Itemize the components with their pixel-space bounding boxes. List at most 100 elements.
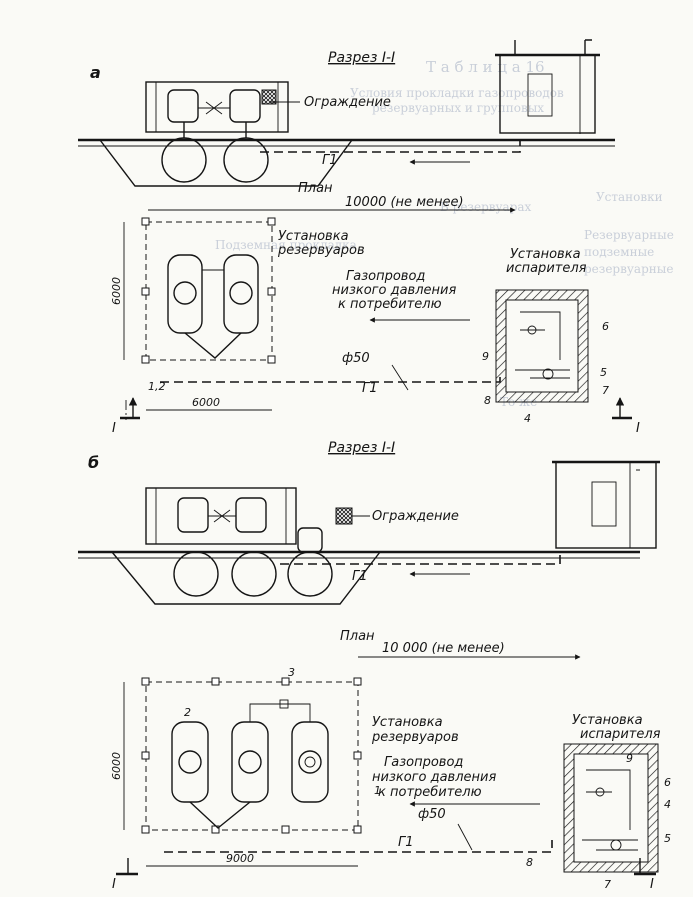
bleed-row-2: подземные (584, 245, 655, 259)
buried-tank-b-2 (231, 551, 277, 597)
tank-install-a-line2: резервуаров (277, 243, 365, 258)
panel-a-section-title: Разрез I-I (328, 50, 395, 66)
evaporator-cabinet (527, 73, 553, 117)
pipe-label-b: Г1 (352, 569, 368, 584)
section-mark-a-left: I (112, 421, 116, 436)
callout-b-9: 9 (626, 752, 633, 765)
gas-line-a-line2: низкого давления (332, 283, 456, 298)
callout-b-7: 7 (604, 878, 611, 891)
callout-a-4: 4 (524, 412, 531, 425)
panel-a: a Разрез I-I (78, 39, 640, 436)
tank-plan-b-1 (171, 721, 209, 803)
callout-a-8: 8 (484, 394, 491, 407)
tank-plan-b-3 (291, 721, 329, 803)
callout-b-8: 8 (526, 856, 533, 869)
tank-connection-b (189, 801, 251, 829)
tank-connection (184, 332, 242, 359)
dim-height-a: 6000 (110, 277, 123, 305)
fence-mesh-icon (261, 89, 277, 105)
tank-head-1 (167, 89, 199, 123)
gas-line-b-line1: Газопровод (384, 755, 463, 770)
bleed-col-1: Установки (596, 190, 663, 204)
pipe-g1-section-b (280, 552, 561, 565)
bleed-cell-1: Подземная прокладка (215, 238, 357, 252)
buried-tank-2 (223, 137, 269, 183)
callout-b-4: 4 (664, 798, 671, 811)
gas-line-a-line1: Газопровод (346, 269, 425, 284)
callout-a-7: 7 (602, 384, 609, 397)
evap-install-a-line2: испарителя (506, 261, 587, 276)
diameter-b: ф50 (418, 807, 446, 822)
bleed-line-2: резервуарных и групповых (372, 101, 545, 115)
tank-head-2 (229, 89, 261, 123)
panel-a-letter: a (90, 63, 101, 82)
evaporator-building-a (499, 54, 596, 134)
tank-pit (99, 139, 353, 187)
section-mark-b-right: I (650, 877, 654, 892)
panel-b-section-title: Разрез I-I (328, 440, 395, 456)
diameter-a: ф50 (342, 351, 370, 366)
distance-label-a: 10000 (не менее) (345, 195, 464, 210)
callout-b-2: 2 (184, 706, 191, 719)
pipe-g1-plan-b (164, 840, 553, 853)
panel-b-section-view: Ограждение Г1 (78, 460, 660, 605)
valve-icon (198, 101, 230, 115)
callout-a-1-2: 1,2 (148, 380, 166, 393)
plan-title-a: План (298, 181, 333, 196)
tank-plan-1 (167, 254, 203, 334)
section-mark-a-right: I (636, 421, 640, 436)
panel-b-plan-view: План 10 000 (не менее) Установка резерву… (110, 629, 671, 892)
callout-a-9: 9 (482, 350, 489, 363)
evap-install-a-line1: Установка (510, 247, 581, 262)
gas-line-b-line2: низкого давления (372, 770, 496, 785)
plan-title-b: План (340, 629, 375, 644)
tank-install-a-line1: Установка (278, 229, 349, 244)
dim-height-b: 6000 (110, 752, 123, 780)
panel-a-section-view: Г1 Ограждение (78, 39, 615, 187)
callout-a-6: 6 (602, 320, 609, 333)
pipe-g1-plan-a (160, 372, 501, 383)
section-mark-b-left: I (112, 877, 116, 892)
tank-install-b-line1: Установка (372, 715, 443, 730)
buried-tank-1 (161, 137, 207, 183)
bleed-line-1: Условия прокладки газопроводов (350, 86, 564, 100)
bleed-row-3: резервуарные (584, 262, 674, 276)
buried-tank-b-3 (287, 551, 333, 597)
tank-pit-b (111, 551, 381, 605)
distance-label-b: 10 000 (не менее) (382, 641, 505, 656)
bleed-table-title: Т а б л и ц а 16 (426, 58, 545, 76)
dim-width-b: 9000 (226, 852, 254, 865)
bleed-row-1: Резервуарные (584, 228, 674, 242)
tank-plan-2 (223, 254, 259, 334)
evaporator-building-b (555, 461, 657, 549)
pipe-g1-section (260, 140, 521, 153)
panel-b-letter: б (88, 453, 99, 472)
gas-line-a-line3: к потребителю (338, 297, 442, 312)
gas-line-b-line3: к потребителю (378, 785, 482, 800)
fence-label-a: Ограждение (304, 95, 391, 110)
panel-a-plan-view: План 10000 (не менее) Установка резервуа… (110, 181, 640, 436)
callout-b-6: 6 (664, 776, 671, 789)
callout-b-1: 1 (374, 784, 381, 797)
fence-mesh-icon-b (335, 507, 353, 525)
panel-b: б Разрез I-I Ограждение (78, 440, 671, 892)
callout-a-5: 5 (600, 366, 607, 379)
fence-section (145, 81, 289, 133)
evap-install-b-line1: Установка (572, 713, 643, 728)
pipe-label-a-plan: Г1 (362, 381, 378, 396)
pipe-label-a: Г1 (322, 153, 338, 168)
evaporator-piping-a (515, 311, 570, 379)
fence-label-b: Ограждение (372, 509, 459, 524)
callout-b-3: 3 (288, 666, 295, 679)
buried-tank-b-1 (173, 551, 219, 597)
bleed-col-2: В резервуарах (440, 200, 532, 214)
callout-b-5: 5 (664, 832, 671, 845)
evap-install-b-line2: испарителя (580, 727, 661, 742)
tank-plan-b-2 (231, 721, 269, 803)
fence-plan-a (145, 221, 273, 361)
dim-width-a: 6000 (192, 396, 220, 409)
pipe-label-b-plan: Г1 (398, 835, 414, 850)
tank-install-b-line2: резервуаров (371, 730, 459, 745)
